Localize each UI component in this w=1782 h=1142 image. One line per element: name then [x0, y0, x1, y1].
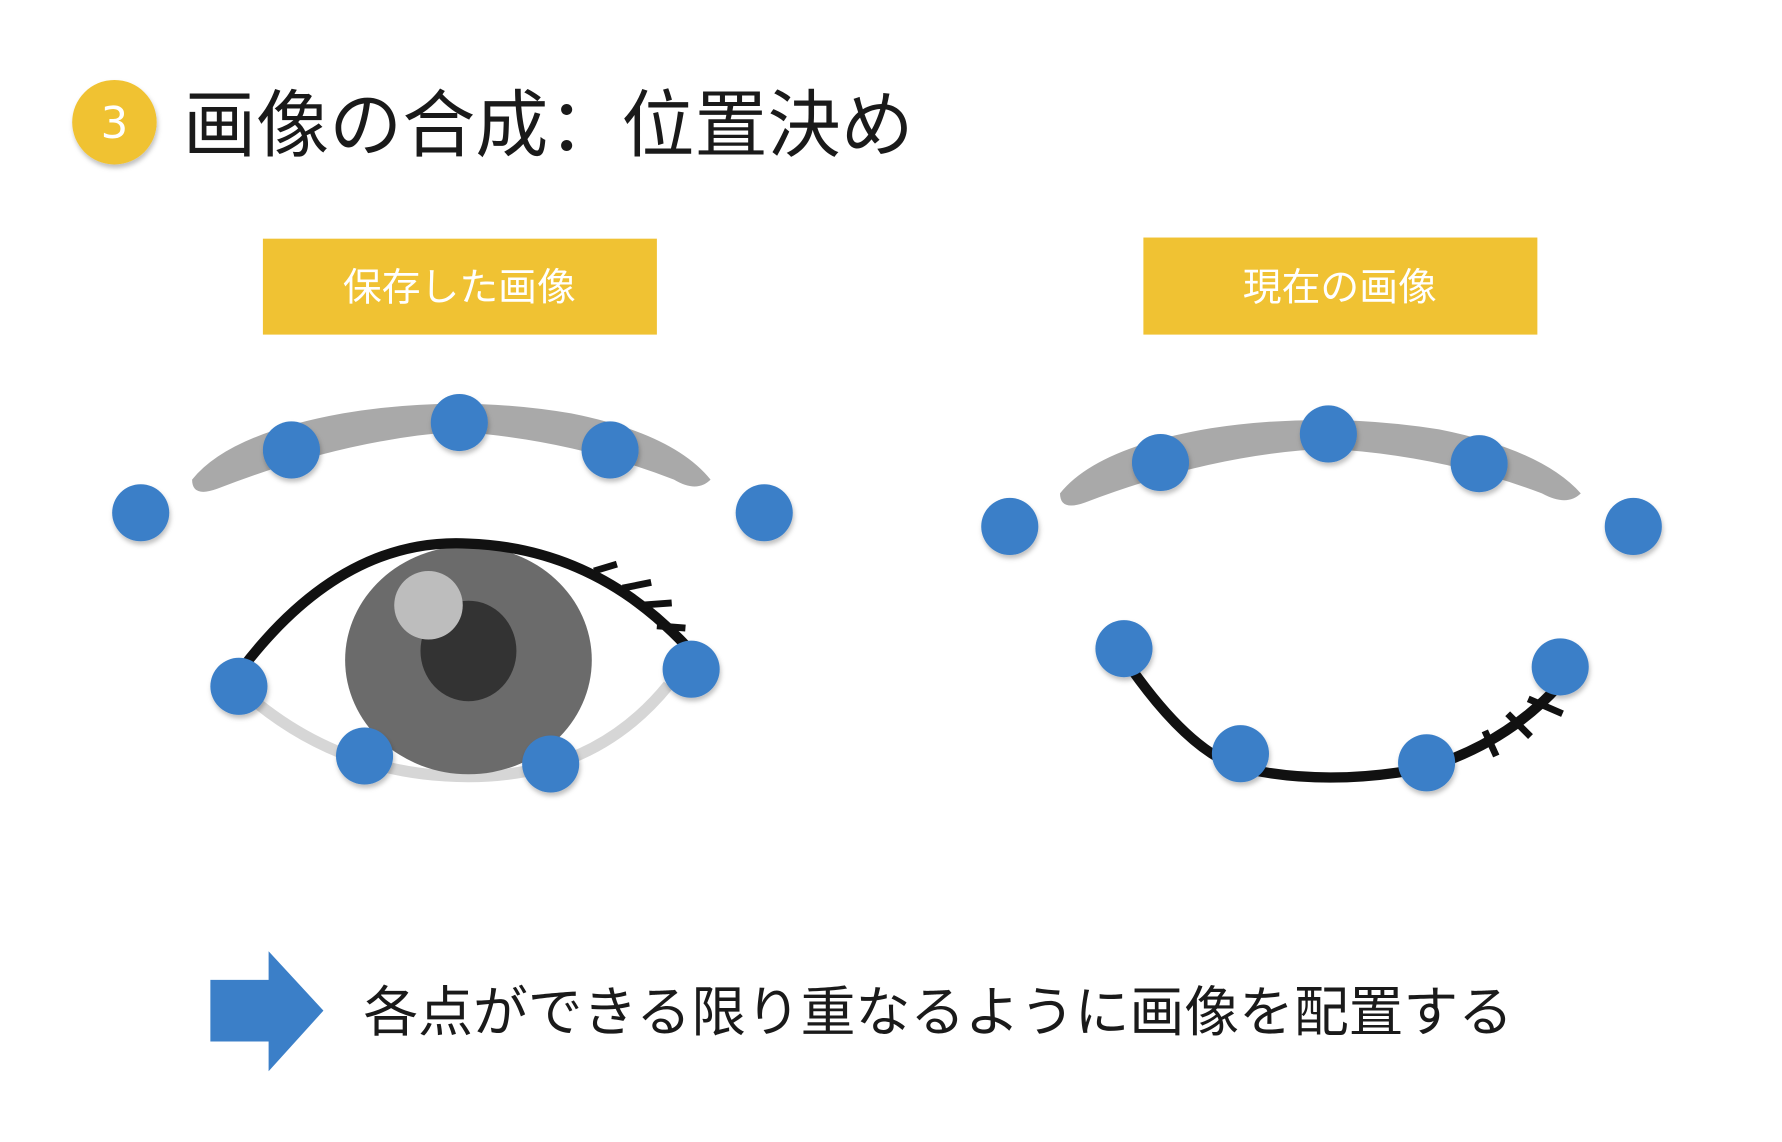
eyelashes — [1481, 695, 1564, 758]
eyebrow — [192, 403, 711, 492]
feature-point — [1095, 620, 1153, 678]
eyelashes — [593, 560, 686, 632]
step-number: 3 — [101, 99, 129, 149]
feature-point — [1131, 433, 1190, 492]
feature-point — [1604, 497, 1662, 556]
feature-point — [662, 640, 720, 698]
feature-point — [735, 484, 793, 542]
open-eye-illustration — [192, 403, 711, 783]
saved-image-label: 保存した画像 — [343, 265, 576, 310]
saved-image-points — [112, 393, 793, 793]
feature-point — [1299, 405, 1357, 463]
feature-point — [1398, 734, 1456, 792]
closed-eye-illustration — [1060, 419, 1581, 783]
feature-point — [581, 421, 639, 479]
feature-point — [335, 727, 394, 785]
conclusion-text: 各点ができる限り重なるように画像を配置する — [363, 980, 1513, 1044]
feature-point — [522, 735, 580, 793]
highlight — [394, 571, 463, 640]
right-arrow-icon — [210, 951, 324, 1072]
feature-point — [210, 657, 268, 715]
eyebrow — [1060, 419, 1581, 506]
feature-point — [1211, 725, 1270, 783]
upper-eyelid — [238, 538, 690, 672]
closed-eyelid — [1126, 665, 1563, 783]
title: 3 画像の合成：位置決め — [72, 79, 914, 169]
feature-point — [981, 497, 1039, 556]
page-title: 画像の合成：位置決め — [183, 84, 914, 169]
current-image-points — [981, 405, 1662, 792]
saved-image-label-box — [262, 238, 657, 335]
feature-point — [1531, 638, 1589, 696]
feature-point — [112, 484, 170, 542]
current-image-label: 現在の画像 — [1243, 265, 1437, 310]
feature-point — [430, 393, 488, 452]
feature-point — [262, 421, 320, 479]
step-badge — [72, 79, 157, 165]
current-image-label-box — [1143, 237, 1538, 335]
feature-point — [1450, 435, 1508, 493]
